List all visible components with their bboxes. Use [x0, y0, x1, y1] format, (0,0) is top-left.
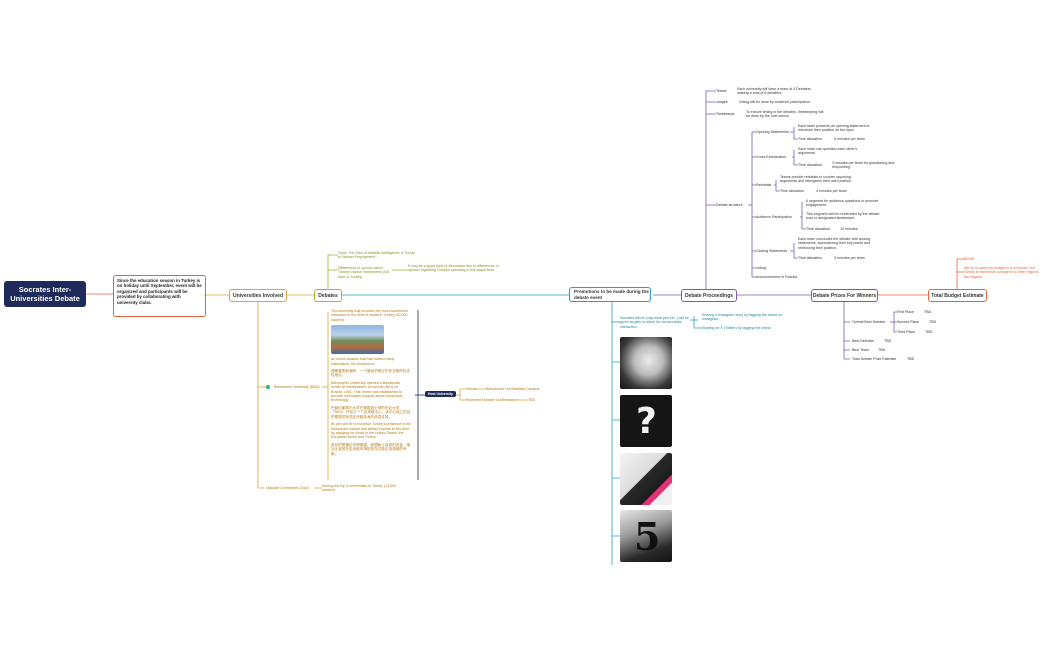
- uskudar-note: Among the top 5 universities in Turkey (…: [322, 484, 397, 493]
- promo-instagram: Sharing a Instagram story by tagging the…: [702, 313, 782, 322]
- audience-time-label: Time allocation: [806, 227, 831, 231]
- promo-merch[interactable]: Socrates Merch (cap,tshirt,pen etc..) wi…: [620, 316, 689, 329]
- prizes-topic[interactable]: Debate Prizes For Winners: [811, 289, 878, 302]
- judges-note: Voting will be done by audience particip…: [739, 100, 810, 104]
- first-place-value: TBD: [924, 310, 932, 314]
- campus-photo: [331, 325, 384, 355]
- green-dot-icon: [266, 385, 270, 389]
- audience-node[interactable]: Audience Participation: [756, 215, 792, 219]
- timekeeper-note: To ensure timing in the debates, timekee…: [746, 110, 824, 119]
- host-university-badge[interactable]: Host University: [425, 391, 456, 397]
- timekeeper-node[interactable]: Timekeeper: [716, 112, 735, 116]
- bau-note-bosphorus-zh: 博斯普鲁斯海峡，一个曾经孕育过许多文明的标志性地点。: [331, 369, 411, 378]
- best-rebuttal[interactable]: Best Rebuttal: [852, 339, 874, 343]
- best-rebuttal-value: TBD: [884, 339, 892, 343]
- promo-twitter: Sharing on X (Twitter) by tagging the br…: [702, 326, 771, 330]
- budget-amount[interactable]: $000$: [964, 257, 974, 261]
- rebuttals-note: Teams provide rebuttals to counter oppos…: [780, 175, 852, 184]
- overall-best-debater[interactable]: Overall Best Debater: [852, 320, 886, 324]
- cap-photo: [620, 337, 672, 389]
- cross-time: 3 minutes per team for questioning and r…: [832, 161, 895, 170]
- judges-node[interactable]: Judges: [716, 100, 728, 104]
- bahcesehir-notes: The university that provides the most su…: [331, 309, 411, 456]
- closing-time-label: Time allocation: [798, 256, 823, 260]
- rebuttals-time: 4 minutes per team: [816, 189, 847, 193]
- debate-option-space[interactable]: Differences of opinion about Turkey's sp…: [338, 266, 390, 279]
- best-team-value: TBD: [878, 348, 886, 352]
- number-photo: 5: [620, 510, 672, 562]
- budget-note: We try to keep the budget to a minimum, …: [964, 266, 1039, 279]
- promotions-topic[interactable]: Promotions to be made during the debate …: [569, 287, 651, 302]
- opening-node[interactable]: Opening Statements: [756, 130, 789, 134]
- third-place[interactable]: Third Place: [897, 330, 916, 334]
- opening-time-label: Time allocation: [798, 137, 823, 141]
- cross-time-label: Time allocation: [798, 163, 823, 167]
- notebook-photo: [620, 453, 672, 505]
- opening-note: Each team presents an opening statement …: [798, 124, 870, 133]
- bau-note-blockchain-zh: 巴赫切谢希尔大学在美国波士顿的东北大学（NEU）开设了一个区块链中心。该中心成立…: [331, 405, 411, 419]
- universities-topic[interactable]: Universities Involved: [229, 289, 287, 302]
- intro-box[interactable]: Since the education season in Turkey is …: [113, 275, 206, 317]
- second-place-value: TBD: [929, 320, 937, 324]
- rebuttals-time-label: Time allocation: [780, 189, 805, 193]
- closing-node[interactable]: Closing Statements: [756, 249, 788, 253]
- cross-node[interactable]: Cross Examination: [756, 155, 787, 159]
- bau-note-bosphorus: An iconic location that has hosted many …: [331, 357, 395, 366]
- number-five-icon: 5: [634, 514, 661, 559]
- root-topic[interactable]: Socrates Inter-Universities Debate: [4, 281, 86, 307]
- voting-node[interactable]: Voting: [756, 266, 766, 270]
- audience-note-2: This segment will be moderated by the de…: [806, 212, 880, 221]
- rebuttals-node[interactable]: Rebuttals: [756, 183, 772, 187]
- teams-note: Each university will have a team of 4 De…: [737, 87, 812, 96]
- total-prize-value: TBD: [907, 357, 915, 361]
- bau-note-aim: Its aim will be to increase Turkey's pre…: [331, 422, 411, 440]
- third-place-value: TBD: [925, 330, 933, 334]
- debate-option-note: It may be a good topic of discussion due…: [408, 264, 499, 273]
- bahcesehir-university[interactable]: Bahcesehir University (BAU): [274, 385, 320, 389]
- attendance-value: TBD: [528, 398, 536, 402]
- opening-time: 5 minutes per team: [834, 137, 865, 141]
- question-mark-photo: ?: [620, 395, 672, 447]
- teams-node[interactable]: Teams: [716, 89, 727, 93]
- debate-structure-node[interactable]: Debate structure: [716, 203, 743, 207]
- closing-time: 5 minutes per team: [834, 256, 865, 260]
- bau-note-blockchain: Bahçeşehir University opened a Blockchai…: [331, 380, 403, 403]
- second-place[interactable]: Second Place: [897, 320, 920, 324]
- audience-time: 10 minutes: [840, 227, 858, 231]
- venue-value: Bahcesehir Uni Besiktas Campus: [486, 387, 540, 391]
- venue-label: Venue: [466, 387, 477, 391]
- first-place[interactable]: First Place: [897, 310, 914, 314]
- closing-note: Each team concludes the debate with clos…: [798, 237, 871, 250]
- proceedings-topic[interactable]: Debate Proceedings: [681, 289, 737, 302]
- budget-topic[interactable]: Total Budget Estimate: [928, 289, 987, 302]
- uskudar-university[interactable]: Uskudar Universities (Ua2): [266, 486, 309, 490]
- debates-topic[interactable]: Debates: [314, 289, 342, 302]
- question-mark-icon: ?: [636, 401, 657, 442]
- cross-note: Each team can question each other's argu…: [798, 147, 858, 156]
- debate-topic-ai[interactable]: Topic: The Rise of Artificial Intelligen…: [338, 251, 415, 260]
- announcement-node[interactable]: Announcement of Results: [756, 275, 798, 279]
- audience-note-1: A segment for audience questions to prom…: [806, 199, 879, 208]
- total-prize-estimate[interactable]: Total Debate Prize Estimate: [852, 357, 897, 361]
- bau-note-media: The university that provides the most su…: [331, 309, 408, 322]
- best-team[interactable]: Best Team: [852, 348, 869, 352]
- attendance-label: Expected Number of Attendance: [466, 398, 518, 402]
- bau-note-aim-zh: 其目的是通过申请美国、欧盟和土耳其的资金，增加土耳其在区块链市场的存在并吸引该领…: [331, 442, 411, 456]
